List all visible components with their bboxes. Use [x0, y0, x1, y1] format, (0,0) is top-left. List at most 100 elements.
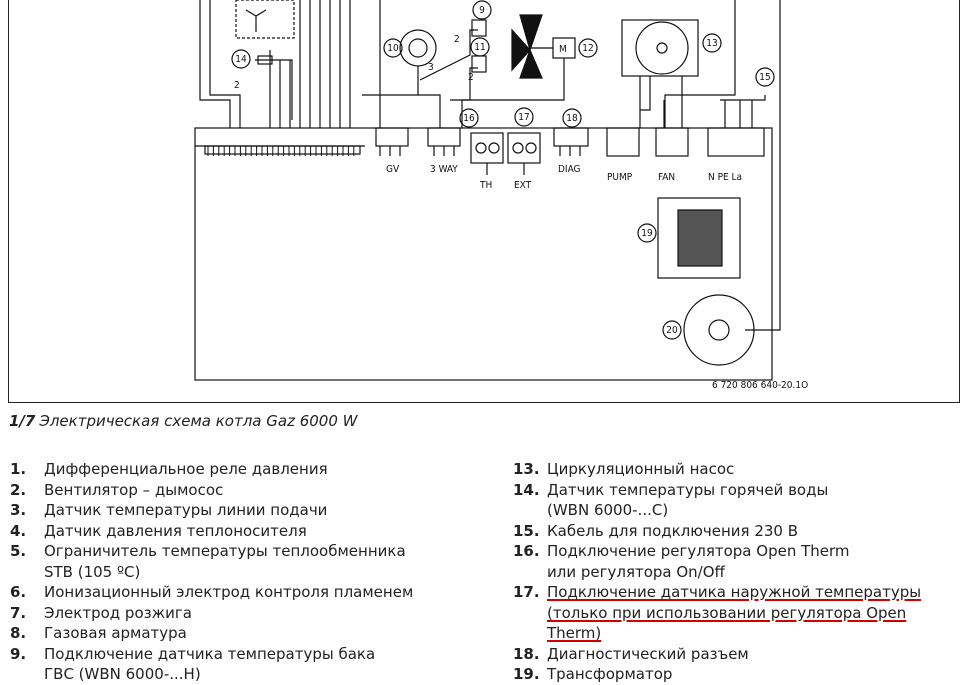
legend-item: 6. Ионизационный электрод контроля пламен…: [10, 582, 490, 603]
legend-item-line: Циркуляционный насос: [547, 460, 735, 478]
legend-item-number: 16.: [513, 542, 540, 560]
legend-item: 1. Дифференциальное реле давления: [10, 459, 490, 480]
legend-item-text: Датчик давления теплоносителя: [44, 521, 490, 542]
document-code: 6 720 806 640-20.1O: [712, 380, 808, 391]
callout-19: 19: [641, 228, 653, 239]
legend-item-text: Ионизационный электрод контроля пламенем: [44, 582, 490, 603]
legend-item-text: Датчик температуры горячей воды (WBN 6000…: [547, 480, 963, 521]
legend-item-line: Подключение регулятора Open Therm: [547, 542, 850, 560]
label-3way: 3 WAY: [430, 164, 458, 175]
legend-item-line: ГВС (WBN 6000-...H): [44, 665, 201, 683]
callout-17: 17: [518, 112, 529, 123]
legend-item-number: 13.: [513, 460, 540, 478]
legend-item-line: Ионизационный электрод контроля пламенем: [44, 583, 414, 601]
legend-item-line: Ограничитель температуры теплообменника: [44, 542, 406, 560]
legend-item-number: 15.: [513, 521, 540, 540]
legend-item-number: 4.: [10, 521, 27, 540]
main-terminal-strip: [204, 145, 361, 155]
wiring-schematic: GV 3 WAY TH EXT DIAG PUMP FAN N PE La M …: [194, 0, 808, 391]
legend-item-number: 14.: [513, 480, 540, 499]
legend-item: 18. Диагностический разъем: [513, 644, 963, 665]
legend-item-line: Датчик температуры линии подачи: [44, 501, 328, 519]
legend-item-line: STB (105 ºC): [44, 562, 141, 581]
legend-item: 16. Подключение регулятора Open Therm или …: [513, 541, 963, 582]
control-board: [194, 127, 773, 381]
legend-item: 17. Подключение датчика наружной температ…: [513, 582, 963, 644]
legend-item-line: (WBN 6000-...C): [547, 501, 669, 519]
callout-9: 9: [479, 5, 485, 16]
legend-item-number: 8.: [10, 624, 27, 642]
legend-item: 2. Вентилятор – дымосос: [10, 480, 490, 501]
legend-item-text: Диагностический разъем: [547, 644, 963, 665]
legend-item-number: 5.: [10, 542, 27, 560]
label-pump: PUMP: [607, 172, 633, 183]
legend-item-line: Подключение датчика наружной температуры: [547, 583, 922, 601]
diagram-frame: [8, 0, 960, 403]
legend-item-number: 7.: [10, 603, 27, 622]
legend-item-line: Дифференциальное реле давления: [44, 460, 328, 478]
legend-item-line: Вентилятор – дымосос: [44, 480, 224, 499]
legend-item-line: Электрод розжига: [44, 603, 192, 622]
callout-20: 20: [666, 325, 678, 336]
legend-item-line: Датчик давления теплоносителя: [44, 521, 307, 540]
legend-item-text: Дифференциальное реле давления: [44, 459, 490, 480]
legend-item-text: Циркуляционный насос: [547, 459, 963, 480]
legend-item-line: или регулятора On/Off: [547, 562, 725, 581]
wire-mark: 2: [234, 80, 240, 91]
caption-text: Электрическая схема котла Gaz 6000 W: [39, 412, 358, 430]
label-power: N PE La: [708, 172, 742, 183]
callout-13: 13: [706, 38, 717, 49]
legend-item: 19. Трансформатор: [513, 664, 963, 685]
legend-item: 7. Электрод розжига: [10, 603, 490, 624]
legend-item-text: Кабель для подключения 230 В: [547, 521, 963, 542]
callout-14: 14: [235, 54, 247, 65]
label-gv: GV: [386, 164, 400, 175]
legend-item-line: (только при использовании регулятора Ope…: [547, 603, 907, 622]
legend-item-number: 2.: [10, 480, 27, 499]
legend-right: 13. Циркуляционный насос 14. Датчик темпера…: [513, 459, 963, 685]
legend-item-line: Трансформатор: [547, 665, 673, 683]
valve-motor-label: M: [559, 44, 567, 55]
legend-item-text: Трансформатор: [547, 664, 963, 685]
label-diag: DIAG: [558, 164, 581, 175]
callout-11: 11: [474, 42, 485, 53]
legend-item-line: Диагностический разъем: [547, 644, 749, 663]
legend-item-text: Вентилятор – дымосос: [44, 480, 490, 501]
callout-15: 15: [759, 72, 770, 83]
wire-mark: 3: [428, 62, 434, 73]
legend-item-number: 17.: [513, 583, 540, 601]
caption-number: 1/7: [9, 412, 36, 430]
wire-mark: 2: [454, 34, 460, 45]
legend-item-number: 6.: [10, 583, 27, 601]
legend-item-text: Датчик температуры линии подачи: [44, 500, 490, 521]
legend-item: 3. Датчик температуры линии подачи: [10, 500, 490, 521]
label-th: TH: [479, 180, 492, 191]
legend-item: 4. Датчик давления теплоносителя: [10, 521, 490, 542]
callout-10: 10: [387, 43, 399, 54]
legend-item-text: Подключение датчика наружной температуры…: [547, 582, 963, 644]
callout-16: 16: [463, 113, 475, 124]
callout-12: 12: [582, 43, 593, 54]
label-fan: FAN: [658, 172, 675, 183]
label-ext: EXT: [514, 180, 532, 191]
legend-item-line: Подключение датчика температуры бака: [44, 644, 376, 663]
legend-item-number: 18.: [513, 644, 540, 663]
legend-item-text: Электрод розжига: [44, 603, 490, 624]
legend-item-number: 3.: [10, 501, 27, 519]
legend-item-number: 19.: [513, 665, 540, 683]
legend-item-number: 9.: [10, 644, 27, 663]
legend-item-line: Кабель для подключения 230 В: [547, 521, 799, 540]
legend-item: 5. Ограничитель температуры теплообменник…: [10, 541, 490, 582]
legend-item: 15. Кабель для подключения 230 В: [513, 521, 963, 542]
legend-left: 1. Дифференциальное реле давления 2. Вентил…: [10, 459, 490, 685]
legend-item-text: Газовая арматура: [44, 623, 490, 644]
legend-item: 13. Циркуляционный насос: [513, 459, 963, 480]
legend-item-number: 1.: [10, 460, 27, 478]
legend-item: 14. Датчик температуры горячей воды (WBN 6…: [513, 480, 963, 521]
legend-item-line: Газовая арматура: [44, 624, 187, 642]
legend-item-line: Датчик температуры горячей воды: [547, 480, 829, 499]
